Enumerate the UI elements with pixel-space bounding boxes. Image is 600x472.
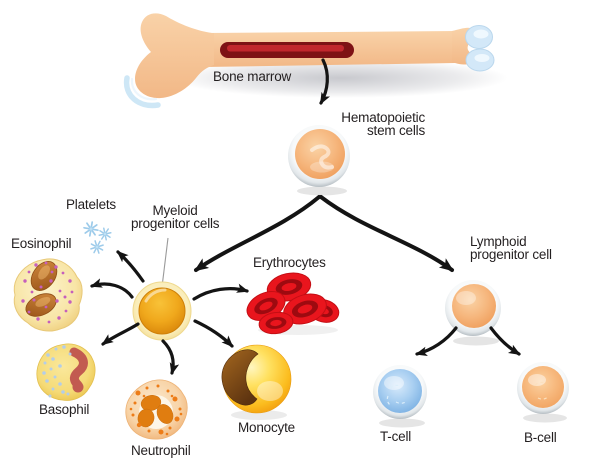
label-platelets: Platelets — [66, 197, 116, 212]
hematopoietic-stem-cell — [288, 125, 350, 196]
arrow-to-basophil — [101, 322, 140, 346]
platelets-illustration — [83, 221, 112, 254]
bone-marrow-illustration — [220, 42, 354, 58]
bone-condyle-top — [465, 25, 493, 49]
label-neutrophil: Neutrophil — [131, 443, 191, 458]
label-erythrocytes: Erythrocytes — [253, 255, 326, 270]
bifurcation-arrow-left — [193, 195, 321, 272]
monocyte-cell — [221, 344, 292, 420]
label-eosinophil: Eosinophil — [11, 236, 72, 251]
bifurcation-arrow-right — [319, 195, 455, 272]
arrow-to-t-cell — [415, 326, 458, 357]
basophil-granules — [42, 345, 72, 398]
marrow-to-stem-arrow — [319, 58, 330, 105]
b-cell-illustration — [517, 362, 569, 423]
arrow-to-eosinophil — [90, 278, 134, 299]
neutrophil-cell — [125, 379, 188, 440]
erythrocytes-cluster — [246, 272, 340, 335]
cartilage-arc-inner — [130, 77, 158, 101]
arrow-to-b-cell — [489, 326, 521, 356]
label-lymphoid-progenitor-cell: Lymphoid progenitor cell — [470, 234, 552, 262]
bone-shadow — [172, 58, 508, 98]
eosinophil-cell — [13, 258, 83, 332]
basophil-cell — [36, 343, 96, 401]
label-hematopoietic-stem-cells: Hematopoietic stem cells — [341, 110, 425, 138]
myeloid-progenitor-cell — [132, 281, 192, 341]
arrow-to-erythrocytes — [192, 283, 249, 301]
lymphoid-progenitor-cell — [445, 280, 501, 346]
eosinophil-granules — [21, 261, 74, 324]
label-bone-marrow: Bone marrow — [213, 69, 292, 84]
label-t-cell: T-cell — [380, 429, 412, 444]
label-monocyte: Monocyte — [238, 420, 295, 435]
label-myeloid-progenitor-cells: Myeloid progenitor cells — [131, 203, 220, 231]
bone-illustration — [123, 13, 508, 109]
myeloid-pointer-line — [161, 237, 169, 288]
bone-head — [135, 13, 214, 99]
arrow-to-monocyte — [193, 319, 234, 348]
cartilage-arc — [123, 75, 161, 109]
t-cell-illustration — [373, 365, 427, 428]
label-bone-marrow-text: Bone marrow — [213, 69, 292, 84]
label-basophil: Basophil — [39, 402, 90, 417]
neutrophil-granules — [129, 384, 183, 436]
label-b-cell: B-cell — [524, 430, 557, 445]
arrow-to-platelets — [116, 250, 145, 283]
arrow-to-neutrophil — [161, 339, 180, 375]
bone-condyle-bottom — [465, 48, 495, 72]
